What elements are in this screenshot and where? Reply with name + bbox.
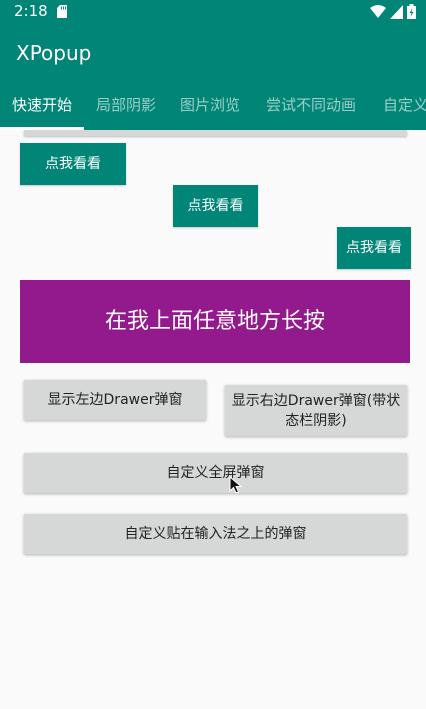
status-time: 2:18	[14, 2, 48, 20]
show-attach-popup-left-button[interactable]: 点我看看	[20, 143, 126, 185]
wifi-icon	[370, 4, 386, 18]
long-press-area[interactable]: 在我上面任意地方长按	[20, 280, 410, 363]
mouse-cursor-icon	[229, 476, 243, 494]
right-drawer-button[interactable]: 显示右边Drawer弹窗(带状态栏阴影)	[225, 385, 407, 436]
status-bar: 2:18	[0, 0, 426, 24]
battery-icon	[407, 4, 416, 19]
tab-image-viewer[interactable]: 图片浏览	[179, 96, 240, 114]
tab-animations[interactable]: 尝试不同动画	[265, 96, 356, 114]
tab-quick-start[interactable]: 快速开始	[11, 96, 72, 114]
app-bar: XPopup	[0, 24, 426, 80]
fullscreen-popup-button[interactable]: 自定义全屏弹窗	[24, 453, 407, 493]
tab-partial-shadow[interactable]: 局部阴影	[95, 96, 156, 114]
tab-indicator	[0, 127, 84, 130]
tab-bar: 快速开始 局部阴影 图片浏览 尝试不同动画 自定义	[0, 80, 426, 130]
show-attach-popup-right-button[interactable]: 点我看看	[337, 227, 411, 269]
scrolled-button-edge[interactable]	[24, 130, 407, 136]
signal-icon	[390, 4, 403, 19]
sd-card-icon	[57, 5, 67, 18]
left-drawer-button[interactable]: 显示左边Drawer弹窗	[24, 380, 206, 420]
show-attach-popup-center-button[interactable]: 点我看看	[173, 185, 258, 227]
above-ime-popup-button[interactable]: 自定义贴在输入法之上的弹窗	[24, 514, 407, 554]
app-title: XPopup	[16, 41, 92, 65]
tab-custom[interactable]: 自定义	[383, 96, 426, 114]
